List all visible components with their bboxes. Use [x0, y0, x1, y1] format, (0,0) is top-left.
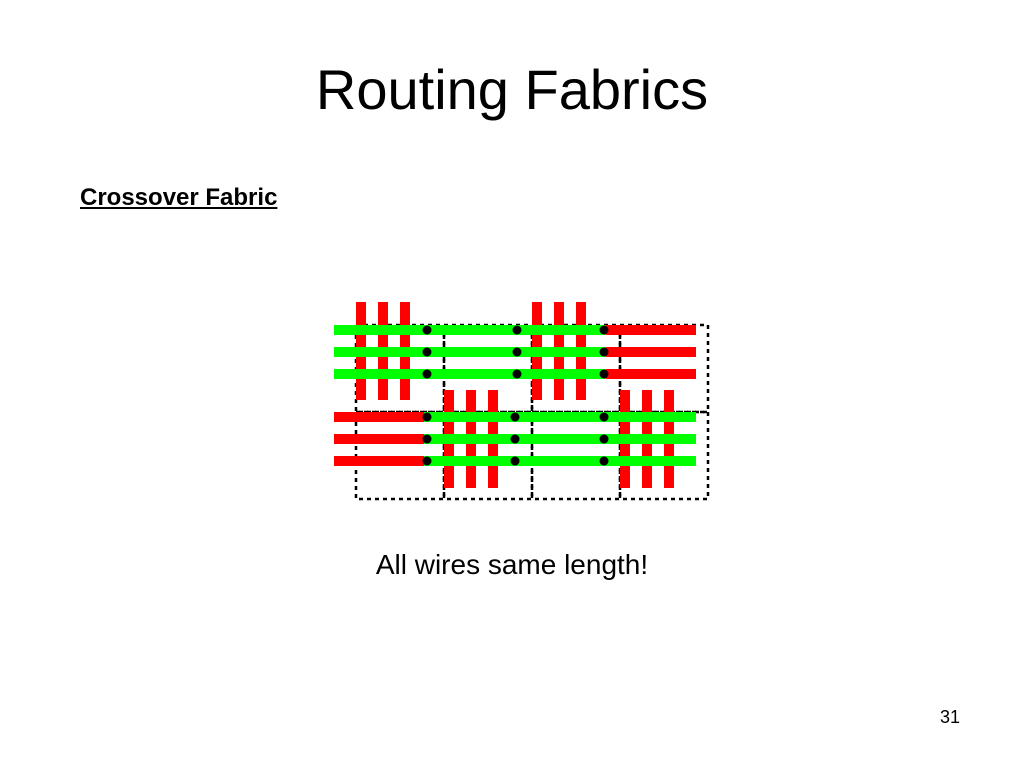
connection-dot — [599, 369, 609, 379]
connection-dot — [510, 456, 520, 466]
green-wire — [424, 412, 696, 422]
connection-dot — [512, 325, 522, 335]
green-wire — [424, 434, 696, 444]
slide-title: Routing Fabrics — [315, 58, 709, 121]
switch-box — [354, 410, 446, 501]
connection-dot — [599, 456, 609, 466]
connection-dot — [422, 347, 432, 357]
connection-dot — [512, 347, 522, 357]
connection-dot — [422, 456, 432, 466]
connection-dot — [422, 369, 432, 379]
green-wire — [424, 456, 696, 466]
green-wires — [334, 325, 696, 466]
green-wire — [334, 325, 606, 335]
connection-dot — [599, 325, 609, 335]
connection-dot — [510, 412, 520, 422]
connection-dot — [599, 412, 609, 422]
connection-dot — [599, 347, 609, 357]
connection-dot — [510, 434, 520, 444]
switch-box — [530, 410, 622, 501]
connection-dot — [512, 369, 522, 379]
green-wire — [334, 347, 606, 357]
connection-dots — [422, 325, 609, 466]
section-heading: Crossover Fabric — [80, 184, 278, 211]
caption-text: All wires same length! — [375, 549, 649, 580]
green-wire — [334, 369, 606, 379]
connection-dot — [422, 412, 432, 422]
page-number: 31 — [939, 707, 960, 727]
connection-dot — [422, 434, 432, 444]
connection-dot — [599, 434, 609, 444]
connection-dot — [422, 325, 432, 335]
horizontal-red-wires — [334, 325, 696, 466]
